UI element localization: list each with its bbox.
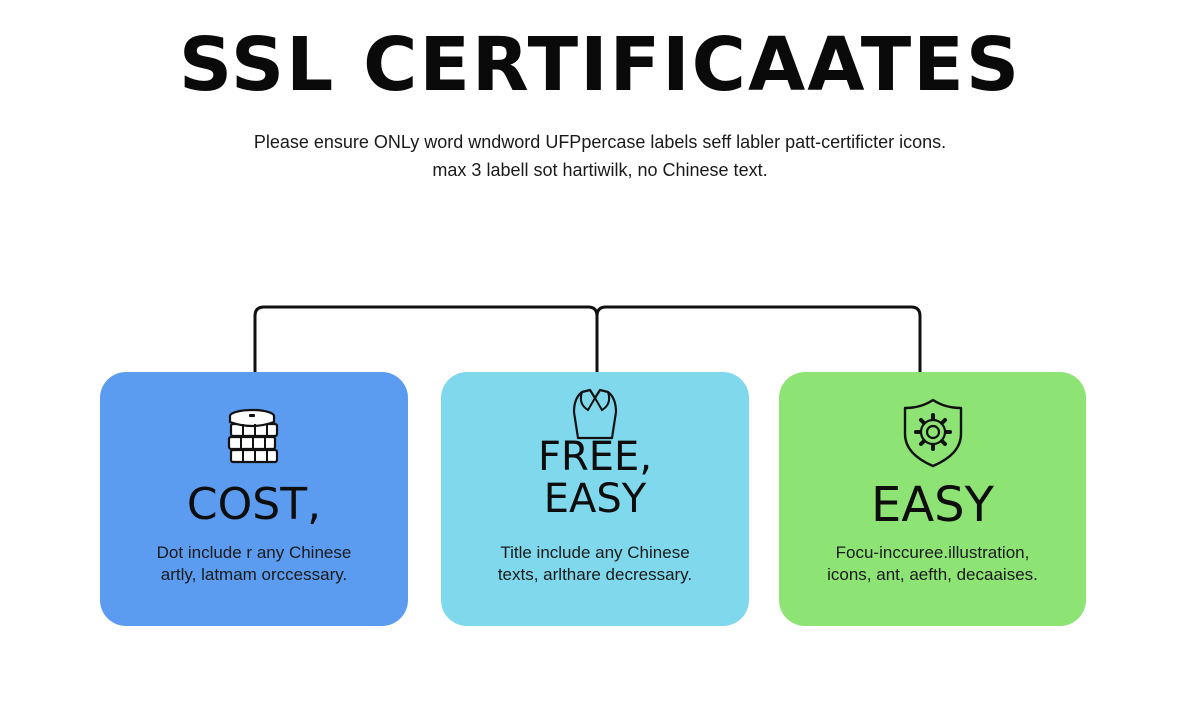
card-description-line: Title include any Chinese — [500, 543, 690, 562]
connector-left — [253, 305, 599, 372]
card-description-line: texts, arlthare decressary. — [497, 565, 693, 584]
card-free-easy: FREE, EASY Title include any Chinese tex… — [441, 372, 749, 626]
card-cost: COST, Dot include r any Chinese artly, l… — [100, 372, 408, 626]
coin-stack-icon — [227, 408, 279, 464]
card-label-free-easy: FREE, EASY — [441, 436, 749, 520]
card-description-line: Dot include r any Chinese — [156, 543, 352, 562]
card-description-free-easy: Title include any Chinese texts, arlthar… — [441, 542, 749, 586]
card-description-line: Focu-inccuree.illustration, — [835, 543, 1030, 562]
card-easy: EASY Focu-inccuree.illustration, icons, … — [779, 372, 1086, 626]
card-label-cost: COST, — [186, 479, 322, 530]
card-label-line: EASY — [543, 476, 647, 522]
card-description-easy: Focu-inccuree.illustration, icons, ant, … — [779, 542, 1086, 586]
card-description-line: icons, ant, aefth, decaaises. — [827, 565, 1038, 584]
subtitle-line-2: max 3 labell sot hartiwilk, no Chinese t… — [432, 160, 768, 180]
shield-gear-icon — [903, 398, 962, 468]
page-title: SSL CERTIFICAATES — [178, 22, 1022, 108]
badge-icon — [572, 388, 618, 440]
card-label-line: FREE, — [537, 434, 653, 480]
card-description-cost: Dot include r any Chinese artly, latmam … — [100, 542, 408, 586]
card-description-line: artly, latmam orccessary. — [160, 565, 348, 584]
connector-right — [595, 305, 922, 372]
subtitle-line-1: Please ensure ONLy word wndword UFPperca… — [253, 132, 947, 152]
card-label-easy: EASY — [871, 477, 994, 533]
